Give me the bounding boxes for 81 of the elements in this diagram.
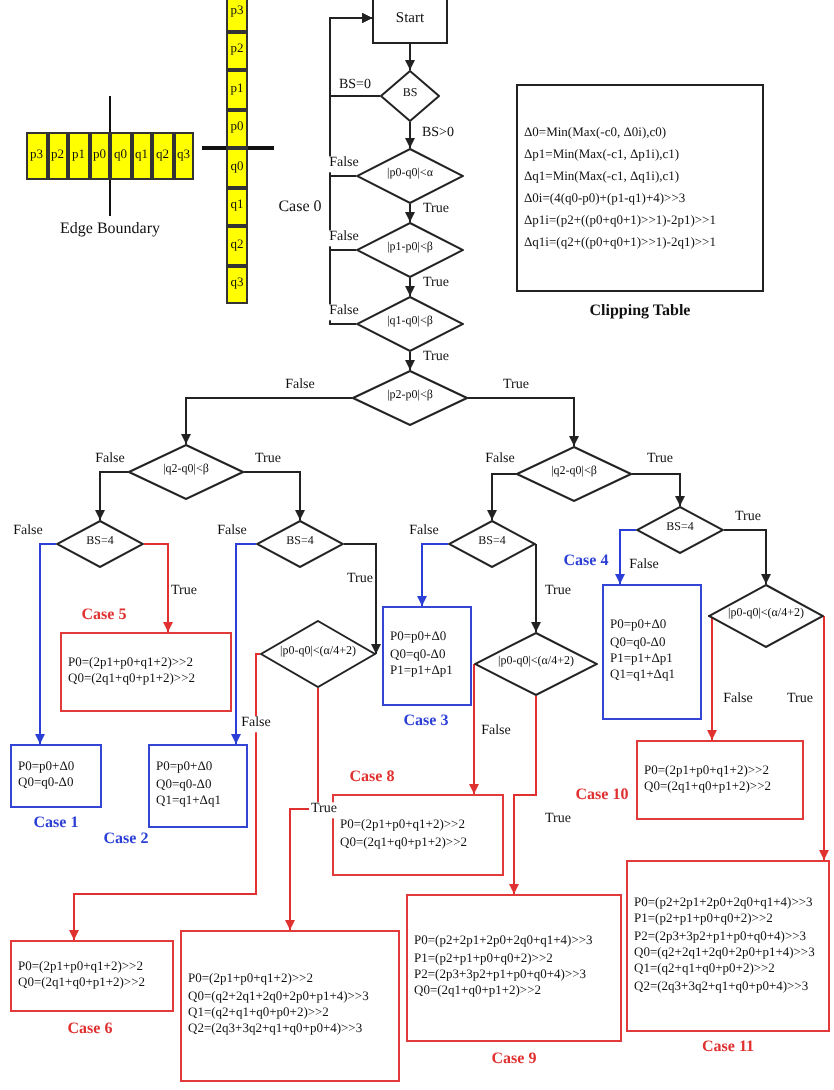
- decision-diamond: [352, 370, 468, 426]
- decision-diamond: [128, 444, 244, 500]
- case-box: [180, 930, 400, 1082]
- decision-diamond: [256, 520, 344, 568]
- pixel-cell: [226, 0, 248, 31]
- pixel-cell: [226, 148, 248, 187]
- pixel-cell: [173, 132, 194, 180]
- flow-arrow: [405, 121, 415, 149]
- case-label: Case 10: [573, 787, 631, 805]
- pixel-cell: [152, 132, 173, 180]
- case-label: Case 0: [276, 199, 324, 217]
- decision-diamond: [356, 222, 464, 278]
- pixel-cell: [226, 265, 248, 304]
- start-box: [372, 0, 448, 44]
- decision-diamond: [474, 632, 598, 696]
- flow-arrow: [405, 43, 415, 71]
- flow-arrow: [329, 13, 373, 325]
- flow-arrow: [631, 473, 685, 507]
- flow-arrow: [143, 543, 173, 633]
- flow-arrow: [285, 687, 319, 931]
- case-box: [10, 744, 102, 808]
- decision-diamond: [356, 296, 464, 352]
- case-label: Case 6: [65, 1021, 115, 1039]
- flow-arrow: [615, 529, 637, 585]
- pixel-cell: [226, 31, 248, 70]
- pixel-cell: [110, 132, 131, 180]
- flow-arrow: [69, 653, 261, 941]
- pixel-cell: [47, 132, 68, 180]
- case-box: [148, 744, 248, 828]
- case-box: [636, 740, 804, 820]
- flow-arrow: [469, 663, 479, 795]
- case-label: Case 4: [561, 553, 611, 571]
- case-label: Case 11: [700, 1039, 756, 1057]
- pixel-cell: [26, 132, 47, 180]
- flow-arrow: [343, 543, 381, 655]
- decision-diamond: [56, 520, 144, 568]
- flow-arrow: [243, 471, 305, 521]
- decision-diamond: [636, 506, 724, 554]
- decision-diamond: [380, 70, 440, 122]
- case-box: [602, 584, 702, 720]
- flow-arrow: [417, 543, 449, 607]
- case-box: [10, 940, 174, 1012]
- pixel-cell: [226, 109, 248, 148]
- flow-arrow: [509, 695, 537, 895]
- decision-diamond: [448, 520, 536, 568]
- flow-arrow: [405, 277, 415, 297]
- case-box: [626, 860, 830, 1032]
- decision-diamond: [516, 446, 632, 502]
- pixel-cell: [226, 70, 248, 109]
- pixel-cell: [131, 132, 152, 180]
- clipping-table-box: [516, 84, 764, 292]
- flow-arrow: [405, 351, 415, 371]
- pixel-cell: [89, 132, 110, 180]
- decision-diamond: [356, 148, 464, 204]
- decision-diamond: [260, 620, 376, 688]
- case-label: Case 1: [31, 815, 81, 833]
- case-label: Clipping Table: [587, 303, 693, 321]
- flow-arrow: [531, 543, 541, 633]
- pixel-cell: [226, 226, 248, 265]
- flow-arrow: [707, 615, 717, 741]
- flow-arrow: [405, 203, 415, 223]
- pixel-cell: [68, 132, 89, 180]
- case-label: Case 3: [401, 713, 451, 731]
- case-label: Case 2: [101, 831, 151, 849]
- flow-arrow: [819, 615, 829, 861]
- flow-arrow: [181, 397, 353, 445]
- case-box: [382, 606, 472, 706]
- boundary-label: Edge Boundary: [58, 221, 162, 239]
- decision-diamond: [708, 584, 824, 648]
- case-box: [406, 894, 622, 1042]
- flow-arrow: [467, 397, 579, 447]
- case-label: Case 5: [79, 607, 129, 625]
- flow-arrow: [723, 529, 771, 585]
- flow-arrow: [231, 543, 257, 745]
- case-label: Case 9: [489, 1051, 539, 1069]
- case-box: [60, 632, 232, 712]
- flow-arrow: [35, 543, 57, 745]
- flow-arrow: [487, 473, 517, 521]
- case-label: Case 8: [347, 769, 397, 787]
- flow-arrow: [95, 471, 129, 521]
- pixel-cell: [226, 187, 248, 226]
